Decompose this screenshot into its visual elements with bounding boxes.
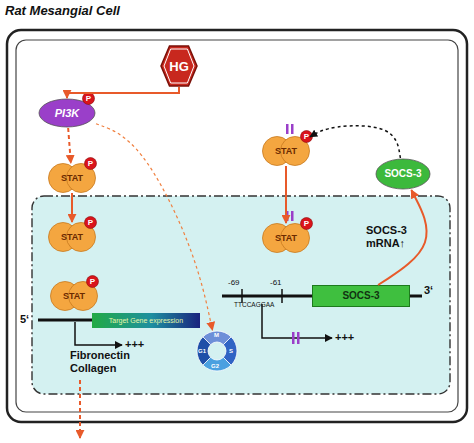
signal-arrow xyxy=(67,87,179,98)
stimulus-hexagon: HG xyxy=(160,45,198,87)
phase-segment xyxy=(197,337,211,365)
node-text: P xyxy=(304,133,309,141)
phospho-dot xyxy=(301,218,313,230)
nucleus-envelope xyxy=(32,196,450,394)
cell-cycle-ring: G1 S G2 M xyxy=(196,330,238,372)
phospho-circle: P xyxy=(82,92,95,105)
modification-mark xyxy=(286,124,289,134)
stat-dimer: STAT P xyxy=(48,163,96,193)
node-text: SOCS-3 xyxy=(342,291,379,301)
hexagon-inner xyxy=(164,49,194,83)
phospho-circle: P xyxy=(84,216,97,229)
phospho-dot xyxy=(87,276,99,288)
node-text: P xyxy=(88,219,93,227)
stat-dimer: STAT P xyxy=(262,223,310,253)
gene-box: SOCS-3 xyxy=(312,285,410,307)
position-tick xyxy=(241,289,243,303)
signal-arrow xyxy=(378,190,427,285)
modification-mark xyxy=(297,332,300,344)
phospho-circle: P xyxy=(300,130,313,143)
stat-dimer: STAT P xyxy=(50,281,98,311)
dna-strand xyxy=(38,319,93,322)
node-text: S xyxy=(229,348,233,354)
node-text: STAT xyxy=(275,147,297,156)
kinase-ellipse: PI3K P xyxy=(38,98,96,128)
phospho-circle: P xyxy=(84,157,97,170)
node-text: P xyxy=(304,220,309,228)
node-text: PI3K xyxy=(55,108,79,119)
phospho-dot xyxy=(301,131,313,143)
ellipse-outline xyxy=(376,159,430,189)
signal-arrow xyxy=(96,124,212,330)
signal-arrow xyxy=(310,126,400,158)
node-text: Target Gene expression xyxy=(109,317,183,324)
phospho-circle: P xyxy=(300,217,313,230)
dna-strand xyxy=(222,295,312,298)
annotation-label: TTCCAGGAA xyxy=(234,301,274,309)
annotation-label: -69 xyxy=(228,278,240,288)
dna-strand xyxy=(410,295,422,298)
modification-mark xyxy=(291,124,294,134)
protein-ellipse: SOCS-3 xyxy=(375,158,431,190)
phospho-dot xyxy=(85,158,97,170)
ring-group xyxy=(197,331,237,371)
modification-mark xyxy=(292,332,295,344)
phospho-dot xyxy=(83,93,95,105)
cell-membrane xyxy=(7,30,467,422)
node-text: G2 xyxy=(211,363,219,369)
annotation-label: -61 xyxy=(270,278,282,288)
annotation-label: +++ xyxy=(335,331,354,344)
modification-mark xyxy=(286,211,289,221)
phospho-dot xyxy=(85,217,97,229)
node-text: G1 xyxy=(198,348,206,354)
gene-bar: Target Gene expression xyxy=(92,313,200,328)
node-text: STAT xyxy=(275,234,297,243)
annotation-label: Fibronectin Collagen xyxy=(70,349,140,375)
signal-arrow xyxy=(285,166,287,223)
phospho-circle: P xyxy=(86,275,99,288)
node-text: STAT xyxy=(61,233,83,242)
annotation-label: 5‘ xyxy=(20,313,29,326)
position-tick xyxy=(281,289,283,303)
stat-dimer: STAT P xyxy=(262,136,310,166)
node-text: P xyxy=(86,95,91,103)
cell-membrane-inner xyxy=(16,40,458,412)
stat-dimer: STAT P xyxy=(48,222,96,252)
node-text: M xyxy=(214,332,219,338)
node-text: SOCS-3 xyxy=(384,169,421,179)
node-text: P xyxy=(90,278,95,286)
node-text: STAT xyxy=(63,292,85,301)
annotation-label: 3‘ xyxy=(424,284,433,297)
signal-arrow xyxy=(71,193,73,222)
hexagon-outline xyxy=(161,46,197,86)
signal-arrow xyxy=(68,128,71,163)
node-text: STAT xyxy=(61,174,83,183)
secretion-arrow xyxy=(79,380,81,438)
node-text: P xyxy=(88,160,93,168)
modification-mark xyxy=(291,211,294,221)
node-text: HG xyxy=(169,60,189,73)
annotation-label: SOCS-3 mRNA↑ xyxy=(366,224,424,250)
figure-title: Rat Mesangial Cell xyxy=(5,3,120,18)
